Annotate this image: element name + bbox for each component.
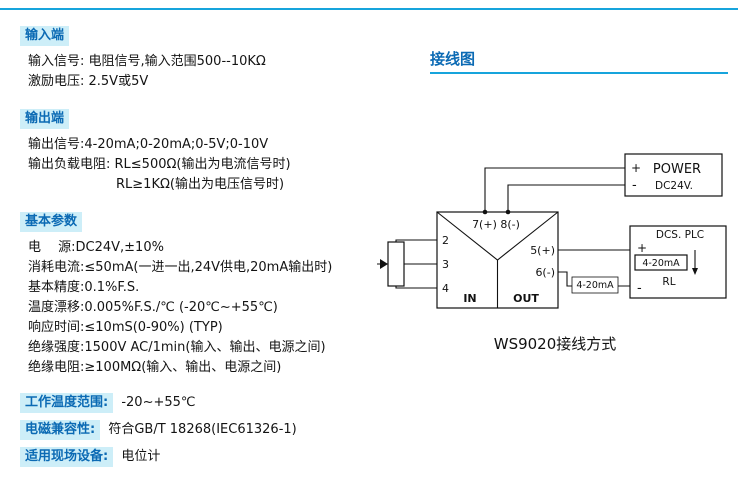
field-device-label: 适用现场设备: [20,447,114,467]
dcs-minus-sign: - [637,281,642,296]
power-name-label: POWER [653,162,701,177]
power-minus-wire [507,184,625,212]
diagram-caption: WS9020接线方式 [493,335,617,353]
emc-row: 电磁兼容性: 符合GB/T 18268(IEC61326-1) [20,420,422,440]
spec-line: 绝缘强度:1500V AC/1min(输入、输出、电源之间) [28,340,326,355]
emc-value: 符合GB/T 18268(IEC61326-1) [104,422,297,437]
operating-temp-row: 工作温度范围: -20~+55℃ [20,393,422,413]
emc-label: 电磁兼容性: [20,420,101,440]
input-terminal-ticks [425,239,437,289]
operating-temp-value: -20~+55℃ [117,395,196,410]
dcs-plus-sign: + [637,241,647,255]
load-resistor [634,254,688,271]
spec-line: 输出信号:4-20mA;0-20mA;0-5V;0-10V [28,137,269,152]
pot-wiper-arrow [380,259,388,269]
wiring-diagram-title: 接线图 [430,50,476,68]
terminal-5-label: 5(+) [530,244,555,257]
potentiometer [387,241,405,287]
section-basic-params: 基本参数 电 源:DC24V,±10% 消耗电流:≤50mA(一进一出,24V供… [20,210,422,378]
terminal-4-label: 4 [442,282,449,295]
section-input: 输入端 输入信号: 电阻信号,输入范围500--10KΩ 激励电压: 2.5V或… [20,24,422,92]
section-label-input: 输入端 [20,26,70,46]
spec-line: 输出负载电阻: RL≤500Ω(输出为电流信号时) [28,157,291,172]
terminal-6-label: 6(-) [535,266,555,279]
pot-top-wire [395,239,437,242]
spec-line: 基本精度:0.1%F.S. [28,280,140,295]
out-label: OUT [513,292,539,305]
terminal-2-label: 2 [442,234,449,247]
title-underline [430,72,728,74]
spec-panel: 输入端 输入信号: 电阻信号,输入范围500--10KΩ 激励电压: 2.5V或… [20,24,422,467]
wiring-diagram: 7(+) 8(-) 2 3 4 5(+) 6(-) IN OUT POWER D… [377,153,727,309]
terminal-8-dot [505,209,511,215]
terminal-3-label: 3 [442,258,449,271]
loop-current-label: 4-20mA [576,280,614,291]
loop-current-label-box [571,276,619,294]
top-terminals-label: 7(+) 8(-) [472,218,520,231]
spec-line: 响应时间:≤10mS(0-90%) (TYP) [28,320,223,335]
dcs-plc-label: DCS. PLC [656,229,704,241]
power-minus-sign: - [632,178,637,193]
in-label: IN [463,292,476,305]
power-voltage-label: DC24V. [655,180,693,192]
device-y-divider [436,211,559,308]
spec-line: 输入信号: 电阻信号,输入范围500--10KΩ [28,54,266,69]
power-box [624,153,723,197]
operating-temp-label: 工作温度范围: [20,393,114,413]
top-border-line [0,8,738,10]
spec-line: 电 源:DC24V,±10% [28,240,164,255]
field-device-row: 适用现场设备: 电位计 [20,447,422,467]
rl-label: RL [662,276,675,288]
pot-bottom-wire [395,286,437,289]
spec-line: 温度漂移:0.005%F.S./℃ (-20℃~+55℃) [28,300,278,315]
spec-line: RL≥1KΩ(输出为电压信号时) [116,177,285,192]
spec-line: 绝缘电阻:≥100MΩ(输入、输出、电源之间) [28,360,282,375]
current-arrow-head [692,268,698,275]
terminal-7-dot [482,209,488,215]
section-output: 输出端 输出信号:4-20mA;0-20mA;0-5V;0-10V 输出负载电阻… [20,107,422,195]
power-plus-wire [484,167,625,212]
section-label-basic: 基本参数 [20,212,83,232]
field-device-value: 电位计 [117,449,161,464]
load-resistor-label: 4-20mA [642,258,680,269]
power-plus-sign: + [631,161,641,175]
section-label-output: 输出端 [20,109,70,129]
spec-line: 消耗电流:≤50mA(一进一出,24V供电,20mA输出时) [28,260,333,275]
spec-line: 激励电压: 2.5V或5V [28,74,149,89]
